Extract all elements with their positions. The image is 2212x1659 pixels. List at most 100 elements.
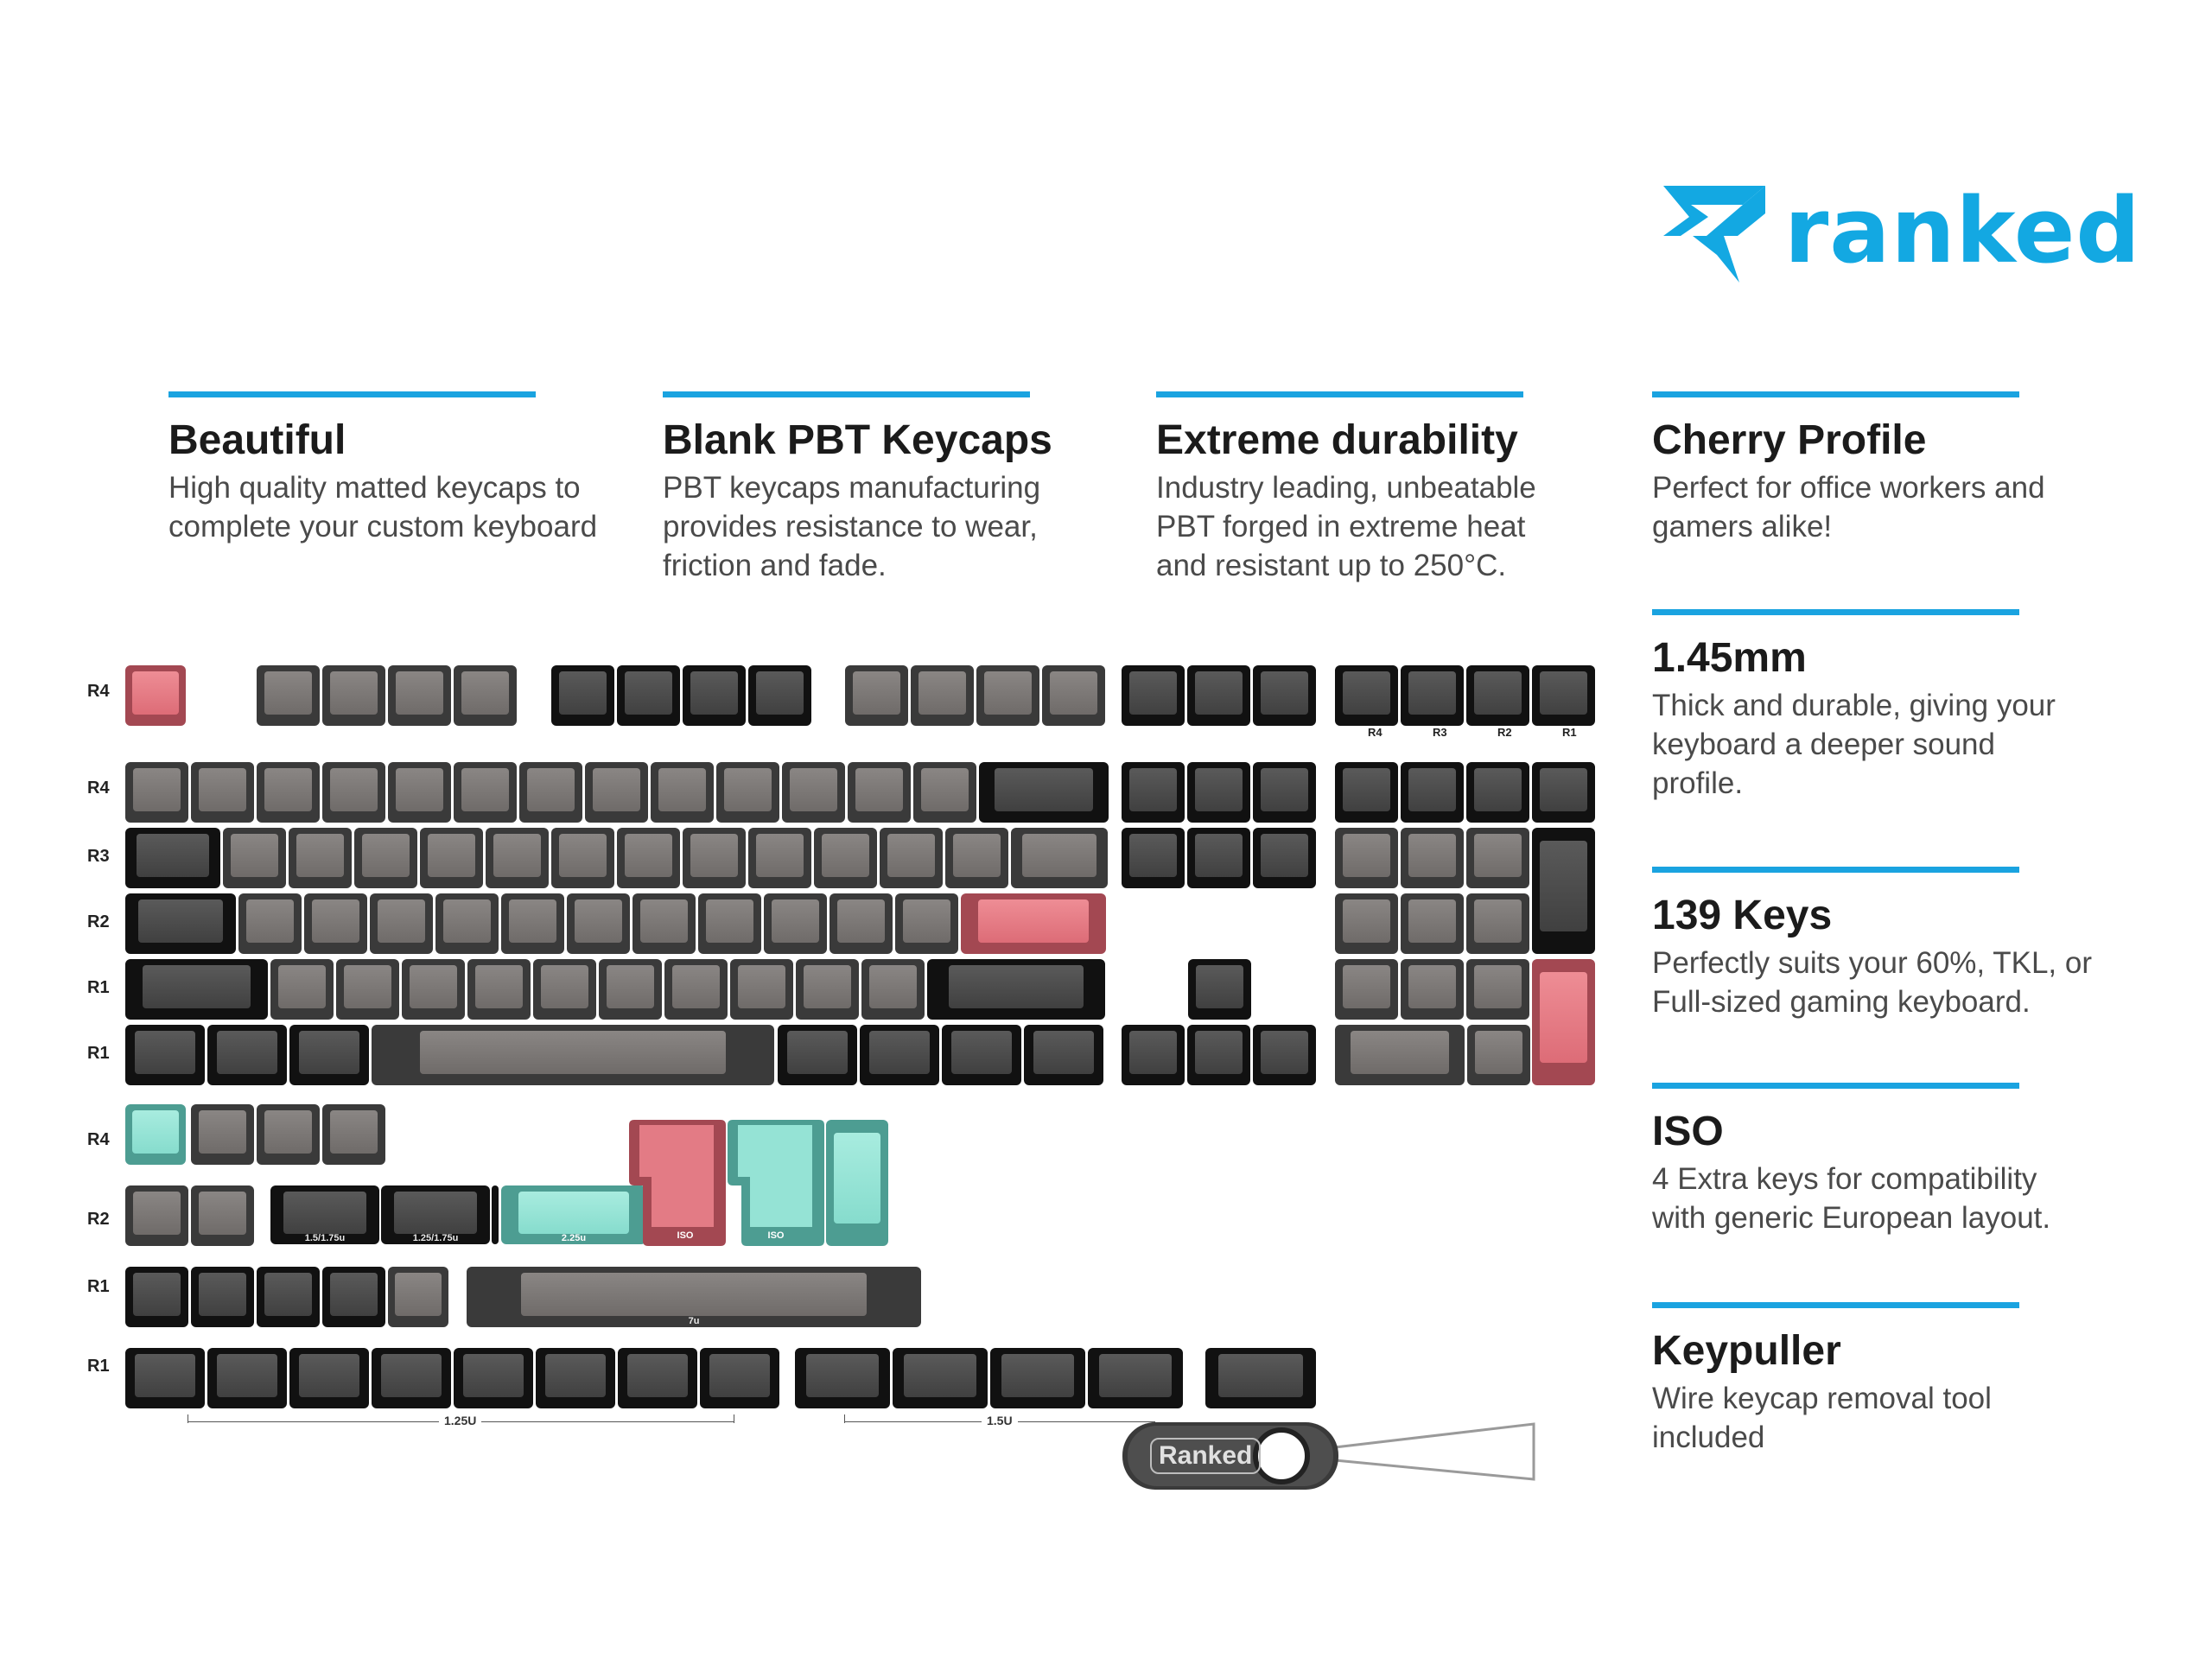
keycap xyxy=(322,665,385,726)
keycap xyxy=(420,828,483,888)
keycap xyxy=(454,762,517,823)
keycap xyxy=(1122,762,1185,823)
key-iso-enter-mint xyxy=(728,1120,824,1246)
feature-accent-bar xyxy=(1156,391,1523,397)
keycap xyxy=(990,1348,1085,1408)
keycap xyxy=(895,893,958,954)
keycap xyxy=(1253,828,1316,888)
row-label: R1 xyxy=(87,978,110,997)
numpad-row-legend: R2 xyxy=(1497,726,1512,739)
keycap xyxy=(1253,665,1316,726)
keycap xyxy=(289,1348,369,1408)
keycap xyxy=(1532,959,1595,1085)
feature-accent-bar xyxy=(1652,867,2019,873)
keycap xyxy=(1011,828,1108,888)
feature-key-count: 139 Keys Perfectly suits your 60%, TKL, … xyxy=(1652,867,2101,1021)
keycap xyxy=(860,1025,939,1085)
keycap xyxy=(1187,762,1250,823)
keycap xyxy=(848,762,911,823)
keycap xyxy=(551,665,614,726)
keypuller-label: Ranked xyxy=(1150,1438,1262,1474)
keycap xyxy=(125,1267,188,1327)
key-1-25-1-75u: 1.25/1.75u xyxy=(381,1185,490,1244)
keycap xyxy=(1187,1025,1250,1085)
feature-keypuller: Keypuller Wire keycap removal tool inclu… xyxy=(1652,1302,2101,1457)
keycap xyxy=(796,959,859,1020)
keycap xyxy=(125,828,220,888)
keycap xyxy=(536,1348,615,1408)
keycap xyxy=(911,665,974,726)
keycap xyxy=(700,1348,779,1408)
feature-accent-bar xyxy=(1652,609,2019,615)
keycap xyxy=(961,893,1106,954)
feature-title: 139 Keys xyxy=(1652,893,1833,938)
keycap xyxy=(257,665,320,726)
keycap xyxy=(125,1185,188,1246)
dimension-label: 1.5U xyxy=(982,1414,1018,1427)
keycap xyxy=(125,762,188,823)
feature-accent-bar xyxy=(168,391,536,397)
keycap xyxy=(1188,959,1251,1020)
keycap xyxy=(979,762,1109,823)
keycap xyxy=(683,828,746,888)
numpad-row-legend: R1 xyxy=(1562,726,1577,739)
keycap-layout xyxy=(125,665,1595,1408)
keycap xyxy=(1253,762,1316,823)
feature-thickness: 1.45mm Thick and durable, giving your ke… xyxy=(1652,609,2101,803)
keycap xyxy=(1122,828,1185,888)
keycap xyxy=(830,893,893,954)
keycap xyxy=(880,828,943,888)
keycap xyxy=(861,959,925,1020)
feature-accent-bar xyxy=(663,391,1030,397)
keycap xyxy=(1466,828,1529,888)
feature-beautiful: Beautiful High quality matted keycaps to… xyxy=(168,391,618,546)
keycap xyxy=(942,1025,1021,1085)
keycap xyxy=(945,828,1008,888)
keycap xyxy=(1335,665,1398,726)
feature-desc: Wire keycap removal tool included xyxy=(1652,1382,1992,1454)
row-label: R1 xyxy=(87,1044,110,1063)
key-sliver xyxy=(492,1185,499,1244)
keycap xyxy=(730,959,793,1020)
keycap xyxy=(1187,665,1250,726)
keycap xyxy=(585,762,648,823)
keycap xyxy=(1532,762,1595,823)
keycap xyxy=(795,1348,890,1408)
keycap xyxy=(664,959,728,1020)
feature-title: Keypuller xyxy=(1652,1328,1841,1374)
keycap xyxy=(270,959,334,1020)
keycap xyxy=(486,828,549,888)
keycap xyxy=(533,959,596,1020)
keycap xyxy=(354,828,417,888)
feature-cherry-profile: Cherry Profile Perfect for office worker… xyxy=(1652,391,2101,546)
keycap xyxy=(778,1025,857,1085)
feature-accent-bar xyxy=(1652,391,2019,397)
keycap xyxy=(1401,959,1464,1020)
keycap xyxy=(976,665,1039,726)
key-size-label: 1.5/1.75u xyxy=(304,1233,346,1243)
keycap xyxy=(1466,762,1529,823)
feature-title: Cherry Profile xyxy=(1652,417,1927,463)
keycap xyxy=(1335,762,1398,823)
keycap xyxy=(191,1104,254,1165)
row-label: R4 xyxy=(87,682,110,701)
keycap xyxy=(454,665,517,726)
keycap xyxy=(698,893,761,954)
keycap xyxy=(402,959,465,1020)
key-iso-enter-pink xyxy=(629,1120,726,1246)
keycap xyxy=(257,762,320,823)
keycap xyxy=(304,893,367,954)
keycap xyxy=(632,893,696,954)
keycap xyxy=(1335,1025,1465,1085)
keycap xyxy=(1467,1025,1530,1085)
keycap xyxy=(125,893,236,954)
keycap xyxy=(289,1025,369,1085)
keycap xyxy=(1466,893,1529,954)
key-7u-spacebar: 7u xyxy=(467,1267,921,1327)
keycap xyxy=(1253,1025,1316,1085)
feature-blank-pbt: Blank PBT Keycaps PBT keycaps manufactur… xyxy=(663,391,1112,585)
feature-durability: Extreme durability Industry leading, unb… xyxy=(1156,391,1605,585)
key-2-25u: 2.25u xyxy=(501,1185,646,1244)
ranked-mark-icon xyxy=(1663,186,1765,283)
dimension-label: 1.25U xyxy=(439,1414,482,1427)
